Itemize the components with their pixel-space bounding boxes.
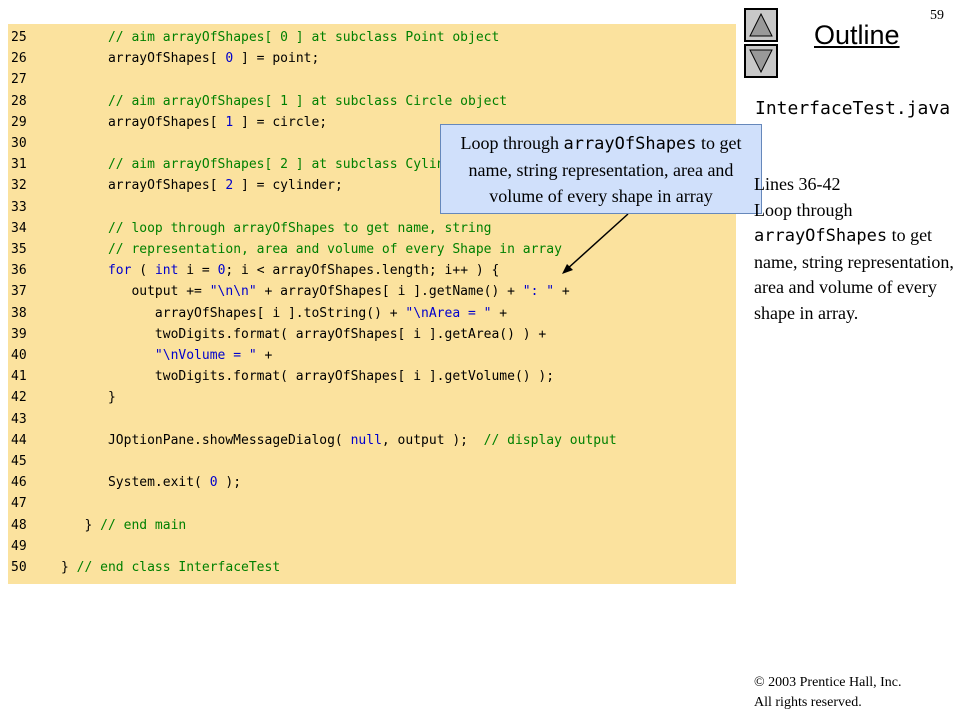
line-number: 48	[11, 517, 27, 533]
line-number: 49	[11, 538, 27, 554]
code-text: // aim arrayOfShapes[ 0 ] at subclass Po…	[107, 30, 500, 45]
line-number: 41	[11, 369, 27, 385]
code-line: 36 for ( int i = 0; i < arrayOfShapes.le…	[8, 260, 499, 281]
code-line: 46 System.exit( 0 );	[8, 472, 241, 493]
callout-code: arrayOfShapes	[563, 134, 697, 154]
code-line: 29 arrayOfShapes[ 1 ] = circle;	[8, 112, 327, 133]
line-number: 39	[11, 326, 27, 342]
code-text: output += "\n\n" + arrayOfShapes[ i ].ge…	[61, 284, 570, 300]
code-line: 34 // loop through arrayOfShapes to get …	[8, 218, 491, 239]
code-text: "\nVolume = " +	[154, 348, 273, 363]
previous-slide-button[interactable]	[744, 8, 778, 42]
code-line: 41 twoDigits.format( arrayOfShapes[ i ].…	[8, 366, 554, 387]
code-text: arrayOfShapes[ 0 ] = point;	[61, 51, 320, 67]
code-line: 38 arrayOfShapes[ i ].toString() + "\nAr…	[8, 303, 507, 324]
code-text: // aim arrayOfShapes[ 1 ] at subclass Ci…	[107, 93, 508, 109]
code-text: System.exit( 0 );	[61, 475, 242, 491]
code-line: 44 JOptionPane.showMessageDialog( null, …	[8, 430, 617, 451]
code-text: arrayOfShapes[ i ].toString() + "\nArea …	[61, 305, 508, 321]
code-line: 33	[8, 197, 61, 218]
sidebar-lines-label: Lines 36-42	[754, 174, 841, 194]
rights-text: All rights reserved.	[754, 695, 862, 710]
line-number: 38	[11, 305, 27, 321]
code-line: 39 twoDigits.format( arrayOfShapes[ i ].…	[8, 324, 546, 345]
outline-title[interactable]: Outline	[814, 20, 900, 50]
code-line: 43	[8, 409, 61, 430]
sidebar-note: Lines 36-42 Loop through arrayOfShapes t…	[754, 172, 954, 326]
line-number: 28	[11, 93, 27, 109]
code-text: }	[61, 390, 116, 406]
line-number: 40	[11, 348, 27, 363]
line-number: 32	[11, 178, 27, 194]
code-text: JOptionPane.showMessageDialog( null, out…	[61, 432, 617, 448]
code-line: 45	[8, 451, 61, 472]
code-line: 50 } // end class InterfaceTest	[8, 557, 280, 578]
code-line: 40 "\nVolume = " +	[8, 345, 272, 366]
callout-text-post: to get name, string representation, area…	[468, 133, 742, 206]
line-number: 27	[11, 72, 27, 88]
code-line: 25 // aim arrayOfShapes[ 0 ] at subclass…	[8, 27, 499, 48]
line-number: 35	[11, 242, 27, 257]
code-line: 47	[8, 493, 61, 514]
line-number: 37	[11, 284, 27, 300]
sidebar-note-code: arrayOfShapes	[754, 226, 888, 246]
code-text: } // end class InterfaceTest	[61, 560, 281, 575]
sidebar-file-name: InterfaceTest.java	[755, 98, 951, 119]
triangle-down-icon	[749, 49, 773, 73]
code-line: 26 arrayOfShapes[ 0 ] = point;	[8, 48, 319, 69]
code-text: } // end main	[61, 517, 187, 533]
code-line: 35 // representation, area and volume of…	[8, 239, 562, 260]
line-number: 25	[11, 30, 27, 45]
sidebar-note-text: Loop through arrayOfShapes to get name, …	[754, 198, 954, 327]
line-number: 36	[11, 263, 27, 279]
page-number: 59	[930, 8, 944, 23]
code-line: 30	[8, 133, 61, 154]
next-slide-button[interactable]	[744, 44, 778, 78]
code-text: arrayOfShapes[ 1 ] = circle;	[61, 114, 328, 130]
line-number: 42	[11, 390, 27, 406]
line-number: 43	[11, 411, 27, 427]
line-number: 50	[11, 560, 27, 575]
code-text: // representation, area and volume of ev…	[107, 242, 562, 257]
code-line: 42 }	[8, 387, 116, 408]
line-number: 26	[11, 51, 27, 67]
code-line: 27	[8, 69, 61, 90]
sidebar-note-pre: Loop through	[754, 199, 853, 220]
code-line: 37 output += "\n\n" + arrayOfShapes[ i ]…	[8, 281, 570, 302]
footer: © 2003 Prentice Hall, Inc. All rights re…	[754, 673, 902, 713]
line-number: 31	[11, 157, 27, 173]
code-text: twoDigits.format( arrayOfShapes[ i ].get…	[61, 326, 547, 342]
code-line: 32 arrayOfShapes[ 2 ] = cylinder;	[8, 175, 343, 196]
sidebar-note-post: to get name, string representation, area…	[754, 225, 954, 323]
callout-text-pre: Loop through	[460, 133, 564, 153]
code-line: 49	[8, 536, 61, 557]
copyright-text: © 2003 Prentice Hall, Inc.	[754, 675, 902, 690]
code-line: 28 // aim arrayOfShapes[ 1 ] at subclass…	[8, 91, 507, 112]
code-panel: 25 // aim arrayOfShapes[ 0 ] at subclass…	[8, 24, 736, 584]
code-text: twoDigits.format( arrayOfShapes[ i ].get…	[61, 369, 555, 385]
callout-box: Loop through arrayOfShapes to get name, …	[440, 124, 762, 214]
line-number: 29	[11, 114, 27, 130]
line-number: 33	[11, 199, 27, 215]
line-number: 30	[11, 136, 27, 151]
triangle-up-icon	[749, 13, 773, 37]
line-number: 47	[11, 496, 27, 512]
line-number: 46	[11, 475, 27, 491]
code-text: arrayOfShapes[ 2 ] = cylinder;	[61, 178, 343, 194]
code-text: for ( int i = 0; i < arrayOfShapes.lengt…	[107, 263, 500, 279]
code-text: // loop through arrayOfShapes to get nam…	[107, 220, 492, 236]
line-number: 45	[11, 454, 27, 469]
code-line: 48 } // end main	[8, 515, 186, 536]
line-number: 34	[11, 220, 27, 236]
line-number: 44	[11, 432, 27, 448]
